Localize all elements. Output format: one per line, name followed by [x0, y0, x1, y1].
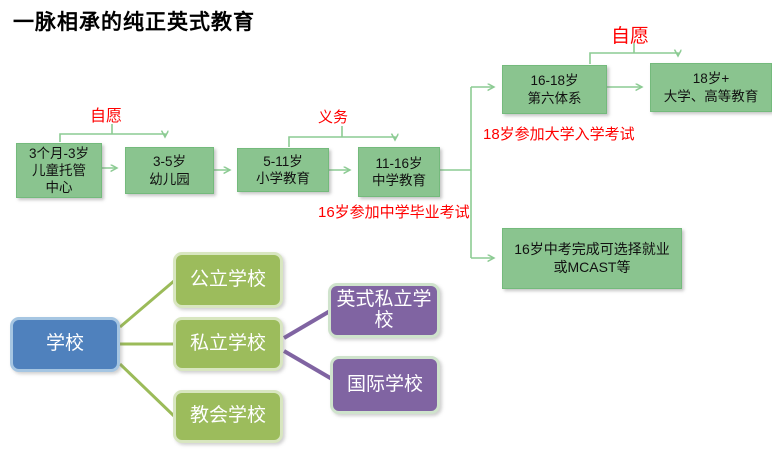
flow-arrows — [100, 87, 642, 258]
school-public-box: 公立学校 — [173, 252, 283, 308]
label-voluntary-right: 自愿 — [611, 26, 650, 47]
school-international-box: 国际学校 — [330, 356, 440, 414]
stage-secondary-box: 11-16岁 中学教育 — [358, 147, 440, 197]
label-secondary-exam: 16岁参加中学毕业考试 — [318, 204, 470, 221]
school-private-box: 私立学校 — [173, 317, 283, 371]
bracket-voluntary-right — [589, 43, 678, 64]
school-root-box: 学校 — [10, 317, 120, 372]
bracket-voluntary-left — [59, 124, 165, 142]
school-british-private-box: 英式私立学 校 — [328, 283, 440, 338]
page-title: 一脉相承的纯正英式教育 — [13, 11, 255, 34]
stage-higher-education-box: 18岁+ 大学、高等教育 — [650, 63, 772, 112]
stage-kindergarten-box: 3-5岁 幼儿园 — [125, 147, 214, 194]
bracket-compulsory — [288, 126, 395, 147]
stage-mcast-box: 16岁中考完成可选择就业 或MCAST等 — [502, 228, 682, 289]
tree-branches-purple — [282, 309, 334, 381]
stage-sixth-form-box: 16-18岁 第六体系 — [502, 65, 607, 114]
stage-primary-box: 5-11岁 小学教育 — [237, 148, 329, 192]
stage-nursery-box: 3个月-3岁 儿童托管 中心 — [16, 143, 102, 198]
label-university-exam: 18岁参加大学入学考试 — [483, 126, 635, 143]
school-church-box: 教会学校 — [173, 390, 283, 443]
label-compulsory: 义务 — [318, 109, 349, 126]
tree-branches-green — [118, 279, 176, 418]
label-voluntary-left: 自愿 — [90, 108, 123, 125]
